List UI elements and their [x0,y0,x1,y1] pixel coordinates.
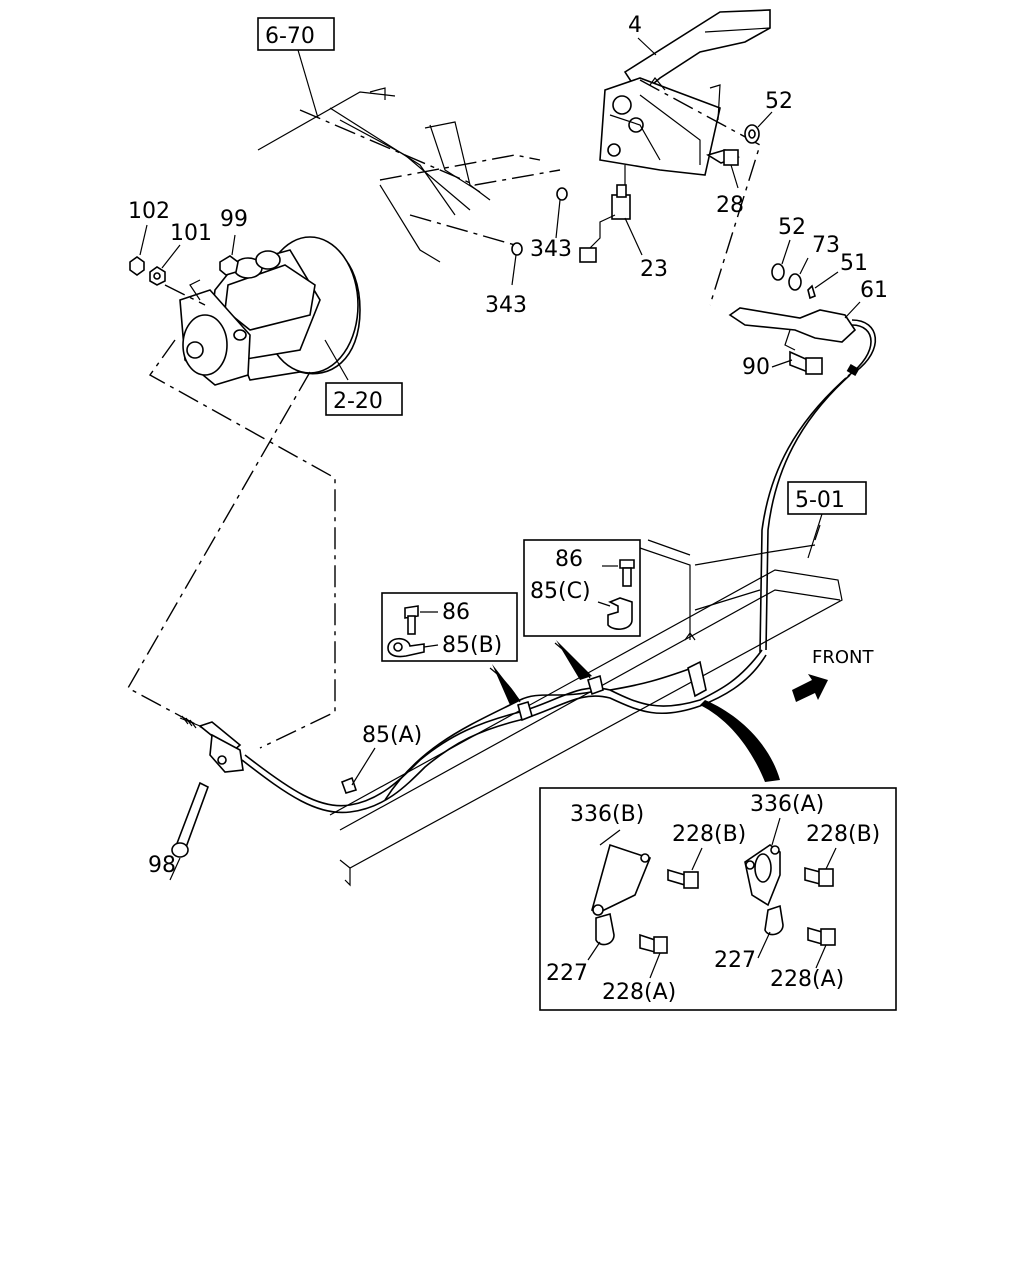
front-brake-cable [759,374,851,653]
front-arrow [792,674,828,702]
ref-box-2-20: 2-20 [325,382,403,416]
front-direction-arrow-icon [792,674,828,702]
label-101: 101 [170,221,212,246]
label-86-inset-b: 86 [442,600,470,625]
ref-box-6-70: 6-70 [257,17,335,119]
label-228a-right: 228(A) [770,967,844,992]
brake-switch-23 [579,184,643,263]
label-227-left: 227 [546,961,588,986]
ref-label-6-70: 6-70 [265,24,315,49]
label-228b-left: 228(B) [672,822,746,847]
label-99: 99 [220,207,248,232]
label-61: 61 [860,278,888,303]
label-336a: 336(A) [750,792,824,817]
label-23: 23 [640,257,668,282]
ref-label-5-01: 5-01 [795,488,845,513]
part-labels: 4 52 28 23 343 343 52 73 51 61 90 102 10… [128,13,888,1005]
label-51: 51 [840,251,868,276]
cable-end-98 [169,715,244,881]
label-90: 90 [742,355,770,380]
frame-rail [329,524,843,887]
ref-label-2-20: 2-20 [333,389,383,414]
label-336b: 336(B) [570,802,644,827]
washer-52-top [744,111,773,144]
cable-clips [340,660,707,794]
label-86-inset-c: 86 [555,547,583,572]
floor-panel [257,87,561,263]
label-227-right: 227 [714,948,756,973]
ref-box-5-01: 5-01 [787,481,867,559]
label-85c: 85(C) [530,579,591,604]
cable-equalizer-61 [728,301,877,377]
label-52-top: 52 [765,89,793,114]
nut-group-102-101-99 [129,224,239,306]
label-228a-left: 228(A) [602,980,676,1005]
clip-leaders [489,640,780,782]
inset-86-85b [381,592,518,662]
label-102: 102 [128,199,170,224]
label-343-lower: 343 [485,293,527,318]
label-228b-right: 228(B) [806,822,880,847]
inset-86-85c [523,539,641,637]
washer-group-52-73-51 [771,239,839,300]
transmission-drum [179,236,361,386]
drum-leader [127,339,336,749]
label-52-lower: 52 [778,215,806,240]
parking-brake-lever [599,9,771,306]
ring-343 [511,187,568,286]
bracket-detail-box [539,787,897,1011]
label-85a: 85(A) [362,723,422,748]
label-343-upper: 343 [530,237,572,262]
label-front: FRONT [812,647,874,668]
label-73: 73 [812,233,840,258]
label-4: 4 [628,13,642,38]
label-28: 28 [716,193,744,218]
bolt-28 [706,149,740,189]
bolt-90 [771,350,823,375]
label-98: 98 [148,853,176,878]
label-85b: 85(B) [442,633,502,658]
